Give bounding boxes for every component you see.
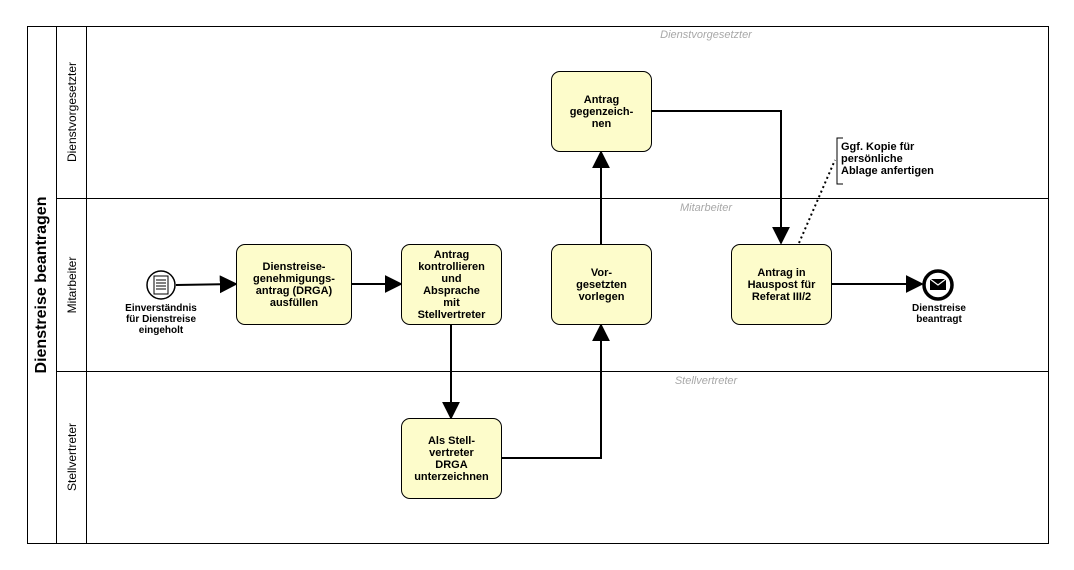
pool-header	[27, 26, 57, 544]
end-event-label: Dienstreise beantragt	[912, 303, 966, 325]
pool	[27, 26, 1049, 544]
lane-watermark-stellvertreter: Stellvertreter	[674, 375, 738, 387]
task-present-to-supervisor[interactable]: Vor- gesetzten vorlegen	[551, 244, 652, 325]
task-check-and-consult[interactable]: Antrag kontrollieren und Absprache mit S…	[401, 244, 502, 325]
sequence-flow	[501, 323, 610, 459]
document-list-icon	[153, 275, 169, 295]
task-countersign[interactable]: Antrag gegenzeich- nen	[551, 71, 652, 152]
task-fill-form[interactable]: Dienstreise- genehmigungs- antrag (DRGA)…	[236, 244, 352, 325]
lane-watermark-mitarbeiter: Mitarbeiter	[680, 202, 732, 214]
sequence-flow	[651, 110, 790, 245]
annotation-association	[798, 159, 836, 244]
lane-separator	[57, 198, 1049, 199]
task-internal-mail[interactable]: Antrag in Hauspost für Referat III/2	[731, 244, 832, 325]
task-deputy-sign[interactable]: Als Stell- vertreter DRGA unterzeichnen	[401, 418, 502, 499]
envelope-icon	[929, 278, 947, 290]
annotation-bracket	[836, 137, 843, 185]
sequence-flow	[175, 275, 238, 294]
lane-separator	[57, 371, 1049, 372]
start-event	[146, 270, 176, 300]
start-event-label: Einverständnis für Dienstreise eingeholt	[125, 303, 197, 336]
text-annotation: Ggf. Kopie für persönliche Ablage anfert…	[841, 141, 934, 177]
lane-watermark-dienstvorgesetzter: Dienstvorgesetzter	[660, 29, 752, 41]
end-event	[922, 269, 954, 301]
lane-header-column	[57, 26, 87, 544]
